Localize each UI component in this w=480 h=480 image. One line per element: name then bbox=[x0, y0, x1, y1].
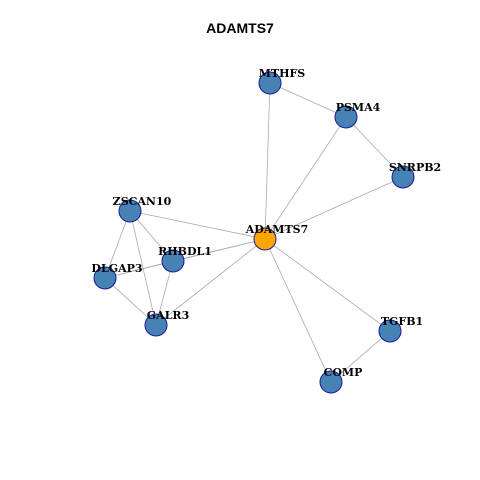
node-snrpb2 bbox=[391, 165, 415, 189]
node-adamts7 bbox=[253, 227, 277, 251]
edge-zscan10-adamts7 bbox=[129, 210, 266, 240]
node-tgfb1 bbox=[378, 319, 402, 343]
label-layer: ADAMTS7 MTHFS PSMA4SNRPB2ZSCAN10RHBDL1DLGA… bbox=[91, 67, 441, 379]
graph-title: ADAMTS7 bbox=[206, 20, 274, 36]
edge-tgfb1-comp bbox=[330, 330, 391, 383]
node-galr3 bbox=[144, 313, 168, 337]
node-label-psma4: PSMA4 bbox=[336, 101, 381, 114]
edge-rhbdl1-dlgap3 bbox=[104, 260, 174, 279]
edge-mthfs-adamts7 bbox=[264, 82, 271, 240]
node-label-galr3: GALR3 bbox=[147, 309, 189, 322]
node-zscan10 bbox=[118, 199, 142, 223]
edge-dlgap3-galr3 bbox=[104, 277, 157, 326]
edge-comp-adamts7 bbox=[264, 238, 332, 383]
node-label-adamts7: ADAMTS7 bbox=[245, 223, 309, 236]
edge-snrpb2-adamts7 bbox=[264, 176, 404, 240]
node-label-zscan10: ZSCAN10 bbox=[113, 195, 172, 208]
edge-psma4-snrpb2 bbox=[345, 116, 404, 178]
node-label-snrpb2: SNRPB2 bbox=[389, 161, 441, 174]
edge-tgfb1-adamts7 bbox=[264, 238, 391, 332]
node-comp bbox=[319, 370, 343, 394]
node-layer bbox=[93, 71, 415, 394]
edge-zscan10-galr3 bbox=[129, 210, 157, 326]
node-psma4 bbox=[334, 105, 358, 129]
node-dlgap3 bbox=[93, 266, 117, 290]
edge-mthfs-psma4 bbox=[269, 82, 347, 118]
edge-psma4-adamts7 bbox=[264, 116, 347, 240]
node-label-dlgap3: DLGAP3 bbox=[91, 262, 142, 275]
node-rhbdl1 bbox=[161, 249, 185, 273]
node-label-mthfs: MTHFS bbox=[259, 67, 306, 80]
node-label-comp: COMP bbox=[324, 366, 363, 379]
node-label-tgfb1: TGFB1 bbox=[381, 315, 423, 328]
edge-zscan10-dlgap3 bbox=[104, 210, 131, 279]
node-mthfs bbox=[258, 71, 282, 95]
node-label-rhbdl1: RHBDL1 bbox=[158, 245, 212, 258]
edge-galr3-adamts7 bbox=[155, 238, 266, 326]
